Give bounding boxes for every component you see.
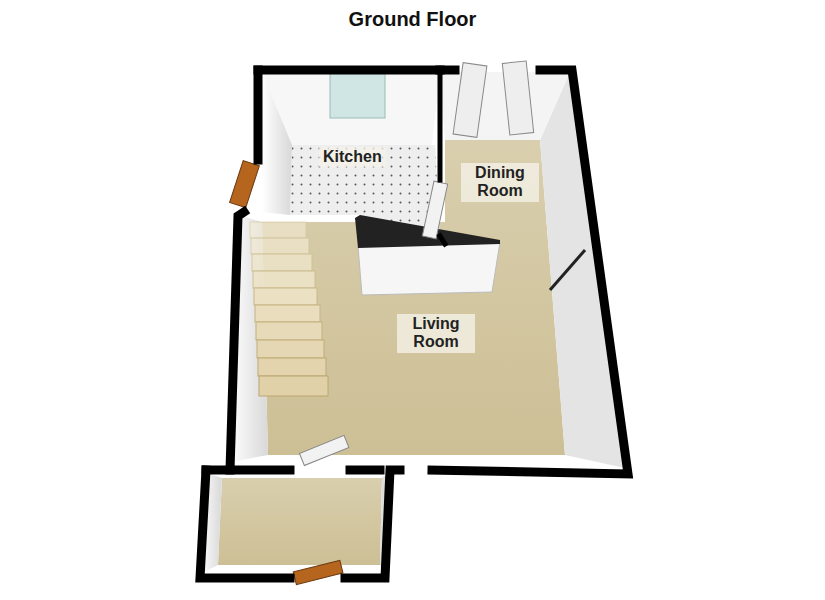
plan-title: Ground Floor — [0, 8, 825, 31]
wall-face — [262, 72, 292, 215]
window — [330, 72, 385, 118]
doors — [230, 61, 585, 585]
walls — [200, 70, 628, 578]
porch-floor — [218, 478, 382, 565]
door-line — [550, 250, 585, 290]
french-door — [502, 61, 533, 135]
inner-door — [299, 435, 348, 465]
kitchen-door — [422, 181, 447, 239]
room-label: Dining Room — [461, 163, 539, 202]
front-door — [293, 560, 343, 584]
room-name: Kitchen — [323, 148, 382, 166]
room-name: Dining Room — [465, 164, 535, 201]
room-name: Living Room — [401, 315, 471, 352]
wall-face — [262, 72, 440, 145]
partition-face — [358, 242, 500, 295]
wall-faces — [200, 72, 625, 574]
room-label: Living Room — [397, 314, 475, 353]
back-door — [230, 161, 260, 208]
room-label: Kitchen — [319, 147, 386, 167]
stairs — [250, 222, 328, 396]
